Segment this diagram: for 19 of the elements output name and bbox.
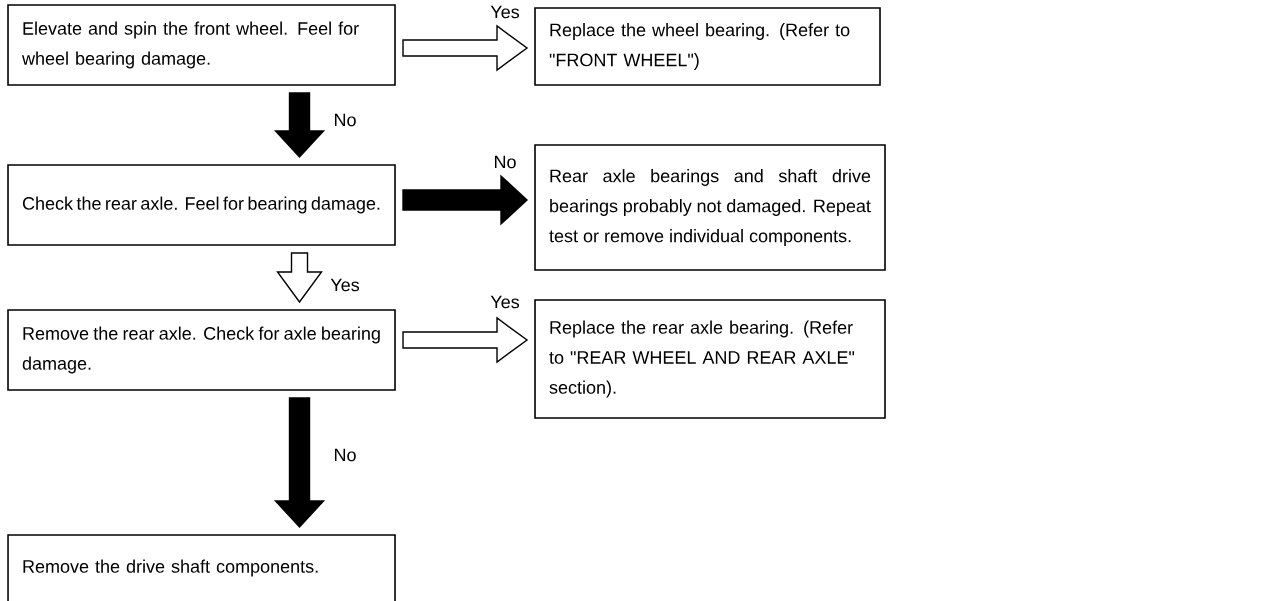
process-box: Elevate and spin the front wheel. Feel for wheel bearing damage. — [7, 4, 396, 86]
edge-label: Yes — [329, 277, 361, 293]
edge-label: No — [492, 154, 518, 170]
process-box: Check the rear axle. Feel for bearing damage. — [7, 164, 396, 246]
block-arrow — [402, 316, 529, 364]
process-box: Remove the rear axle. Check for axle bearing damage. — [7, 309, 396, 391]
edge-label: Yes — [489, 294, 521, 310]
edge-label: No — [332, 112, 358, 128]
block-arrow — [273, 397, 326, 529]
process-box: Replace the rear axle bearing. (Refer to "REAR WHEEL AND REAR AXLE" section). — [534, 299, 886, 419]
process-box: Replace the wheel bearing. (Refer to "FRONT WHEEL") — [534, 7, 881, 86]
edge-label: Yes — [489, 4, 521, 20]
block-arrow — [402, 174, 529, 226]
block-arrow — [273, 92, 326, 159]
process-box: Remove the drive shaft components. — [7, 534, 396, 601]
edge-label: No — [332, 447, 358, 463]
block-arrow — [402, 24, 529, 72]
block-arrow — [276, 252, 323, 304]
process-box: Rear axle bearings and shaft drive bearings probably not damaged. Repeat test or remove individual components. — [534, 144, 886, 271]
